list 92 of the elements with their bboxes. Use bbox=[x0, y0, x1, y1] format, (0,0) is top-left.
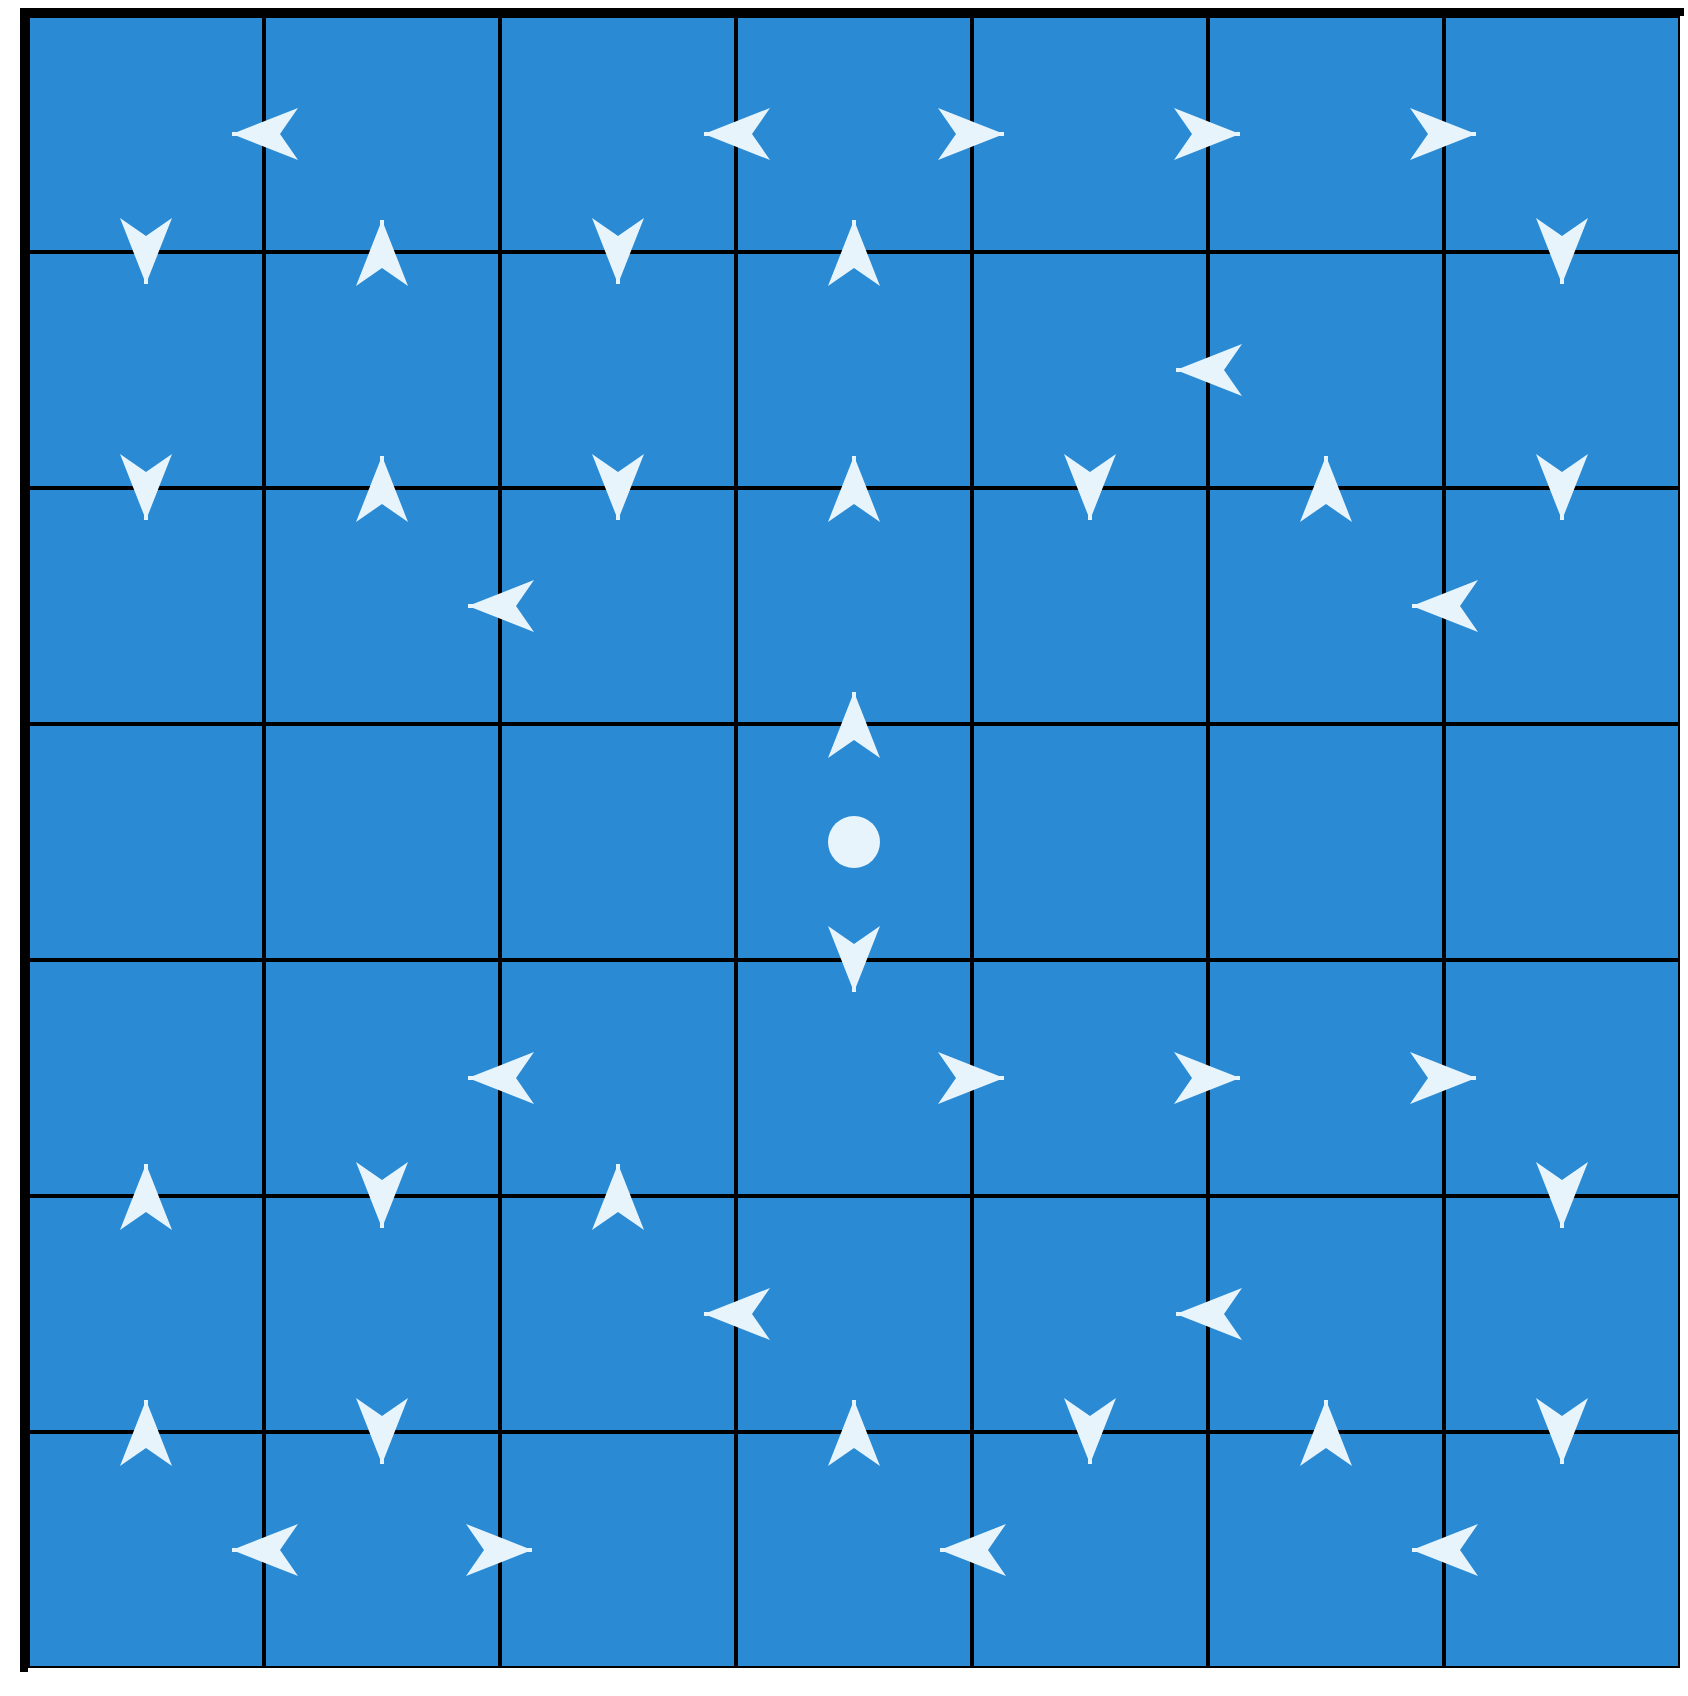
arrow bbox=[232, 108, 298, 160]
grid-cell bbox=[1444, 252, 1680, 488]
arrow bbox=[356, 220, 408, 286]
arrow bbox=[828, 926, 880, 992]
grid-cell bbox=[1208, 1196, 1444, 1432]
grid-cell bbox=[28, 252, 264, 488]
grid-cell bbox=[736, 724, 972, 960]
arrow bbox=[828, 456, 880, 522]
grid-cell bbox=[500, 1432, 736, 1668]
grid-cell bbox=[500, 252, 736, 488]
arrow bbox=[1536, 1398, 1588, 1464]
arrow bbox=[468, 580, 534, 632]
grid-cell bbox=[28, 1432, 264, 1668]
grid-cell bbox=[1444, 960, 1680, 1196]
grid-cell bbox=[28, 16, 264, 252]
arrow bbox=[704, 1288, 770, 1340]
grid-cell bbox=[1444, 1196, 1680, 1432]
grid-cell bbox=[1208, 960, 1444, 1196]
grid-cell bbox=[264, 488, 500, 724]
grid-cell bbox=[1444, 488, 1680, 724]
arrow bbox=[1176, 344, 1242, 396]
arrow bbox=[938, 108, 1004, 160]
grid-cell bbox=[264, 16, 500, 252]
grid-cell bbox=[736, 960, 972, 1196]
grid-cell bbox=[972, 724, 1208, 960]
grid-cell bbox=[736, 488, 972, 724]
arrow bbox=[592, 1164, 644, 1230]
grid-cell bbox=[972, 16, 1208, 252]
arrow bbox=[356, 456, 408, 522]
grid-cell bbox=[1208, 488, 1444, 724]
grid-cell bbox=[1208, 16, 1444, 252]
grid-cell bbox=[972, 1432, 1208, 1668]
grid-cell bbox=[736, 1196, 972, 1432]
arrow bbox=[828, 220, 880, 286]
grid-cell bbox=[28, 488, 264, 724]
arrow bbox=[592, 218, 644, 284]
grid-cell bbox=[736, 16, 972, 252]
grid-cell bbox=[1208, 1432, 1444, 1668]
arrow bbox=[1174, 108, 1240, 160]
grid-cell bbox=[28, 1196, 264, 1432]
dot bbox=[828, 816, 880, 868]
arrow bbox=[120, 1400, 172, 1466]
arrow bbox=[120, 218, 172, 284]
grid-cell bbox=[500, 960, 736, 1196]
grid-cell bbox=[500, 1196, 736, 1432]
arrow bbox=[592, 454, 644, 520]
arrow bbox=[1174, 1052, 1240, 1104]
arrow bbox=[704, 108, 770, 160]
grid-cell bbox=[972, 252, 1208, 488]
arrow bbox=[468, 1052, 534, 1104]
grid-cell bbox=[972, 960, 1208, 1196]
arrow bbox=[1064, 454, 1116, 520]
arrow bbox=[828, 692, 880, 758]
grid-cell bbox=[264, 1196, 500, 1432]
grid-cell bbox=[500, 488, 736, 724]
grid-cell bbox=[1208, 724, 1444, 960]
arrow bbox=[232, 1524, 298, 1576]
arrow bbox=[1064, 1398, 1116, 1464]
grid-cell bbox=[28, 724, 264, 960]
grid-cell bbox=[1444, 724, 1680, 960]
arrow bbox=[940, 1524, 1006, 1576]
arrow bbox=[828, 1400, 880, 1466]
arrow bbox=[120, 1164, 172, 1230]
grid-cell bbox=[264, 724, 500, 960]
grid-cell bbox=[500, 724, 736, 960]
arrow bbox=[1300, 456, 1352, 522]
grid-cell bbox=[1208, 252, 1444, 488]
arrow bbox=[1410, 108, 1476, 160]
grid-cell bbox=[28, 960, 264, 1196]
grid-cell bbox=[1444, 1432, 1680, 1668]
grid-cell bbox=[736, 1432, 972, 1668]
grid-cell bbox=[500, 16, 736, 252]
arrow bbox=[356, 1162, 408, 1228]
arrow bbox=[1412, 1524, 1478, 1576]
grid-cell bbox=[264, 1432, 500, 1668]
grid-cell bbox=[972, 488, 1208, 724]
grid-cell bbox=[264, 252, 500, 488]
arrow bbox=[466, 1524, 532, 1576]
arrow bbox=[1410, 1052, 1476, 1104]
grid-cell bbox=[1444, 16, 1680, 252]
grid-cell bbox=[972, 1196, 1208, 1432]
arrow bbox=[1412, 580, 1478, 632]
arrow bbox=[1300, 1400, 1352, 1466]
grid-cell bbox=[264, 960, 500, 1196]
grid-cell bbox=[736, 252, 972, 488]
arrow bbox=[938, 1052, 1004, 1104]
arrow bbox=[120, 454, 172, 520]
arrow bbox=[356, 1398, 408, 1464]
arrow bbox=[1536, 218, 1588, 284]
arrow bbox=[1536, 1162, 1588, 1228]
arrow bbox=[1536, 454, 1588, 520]
arrow bbox=[1176, 1288, 1242, 1340]
